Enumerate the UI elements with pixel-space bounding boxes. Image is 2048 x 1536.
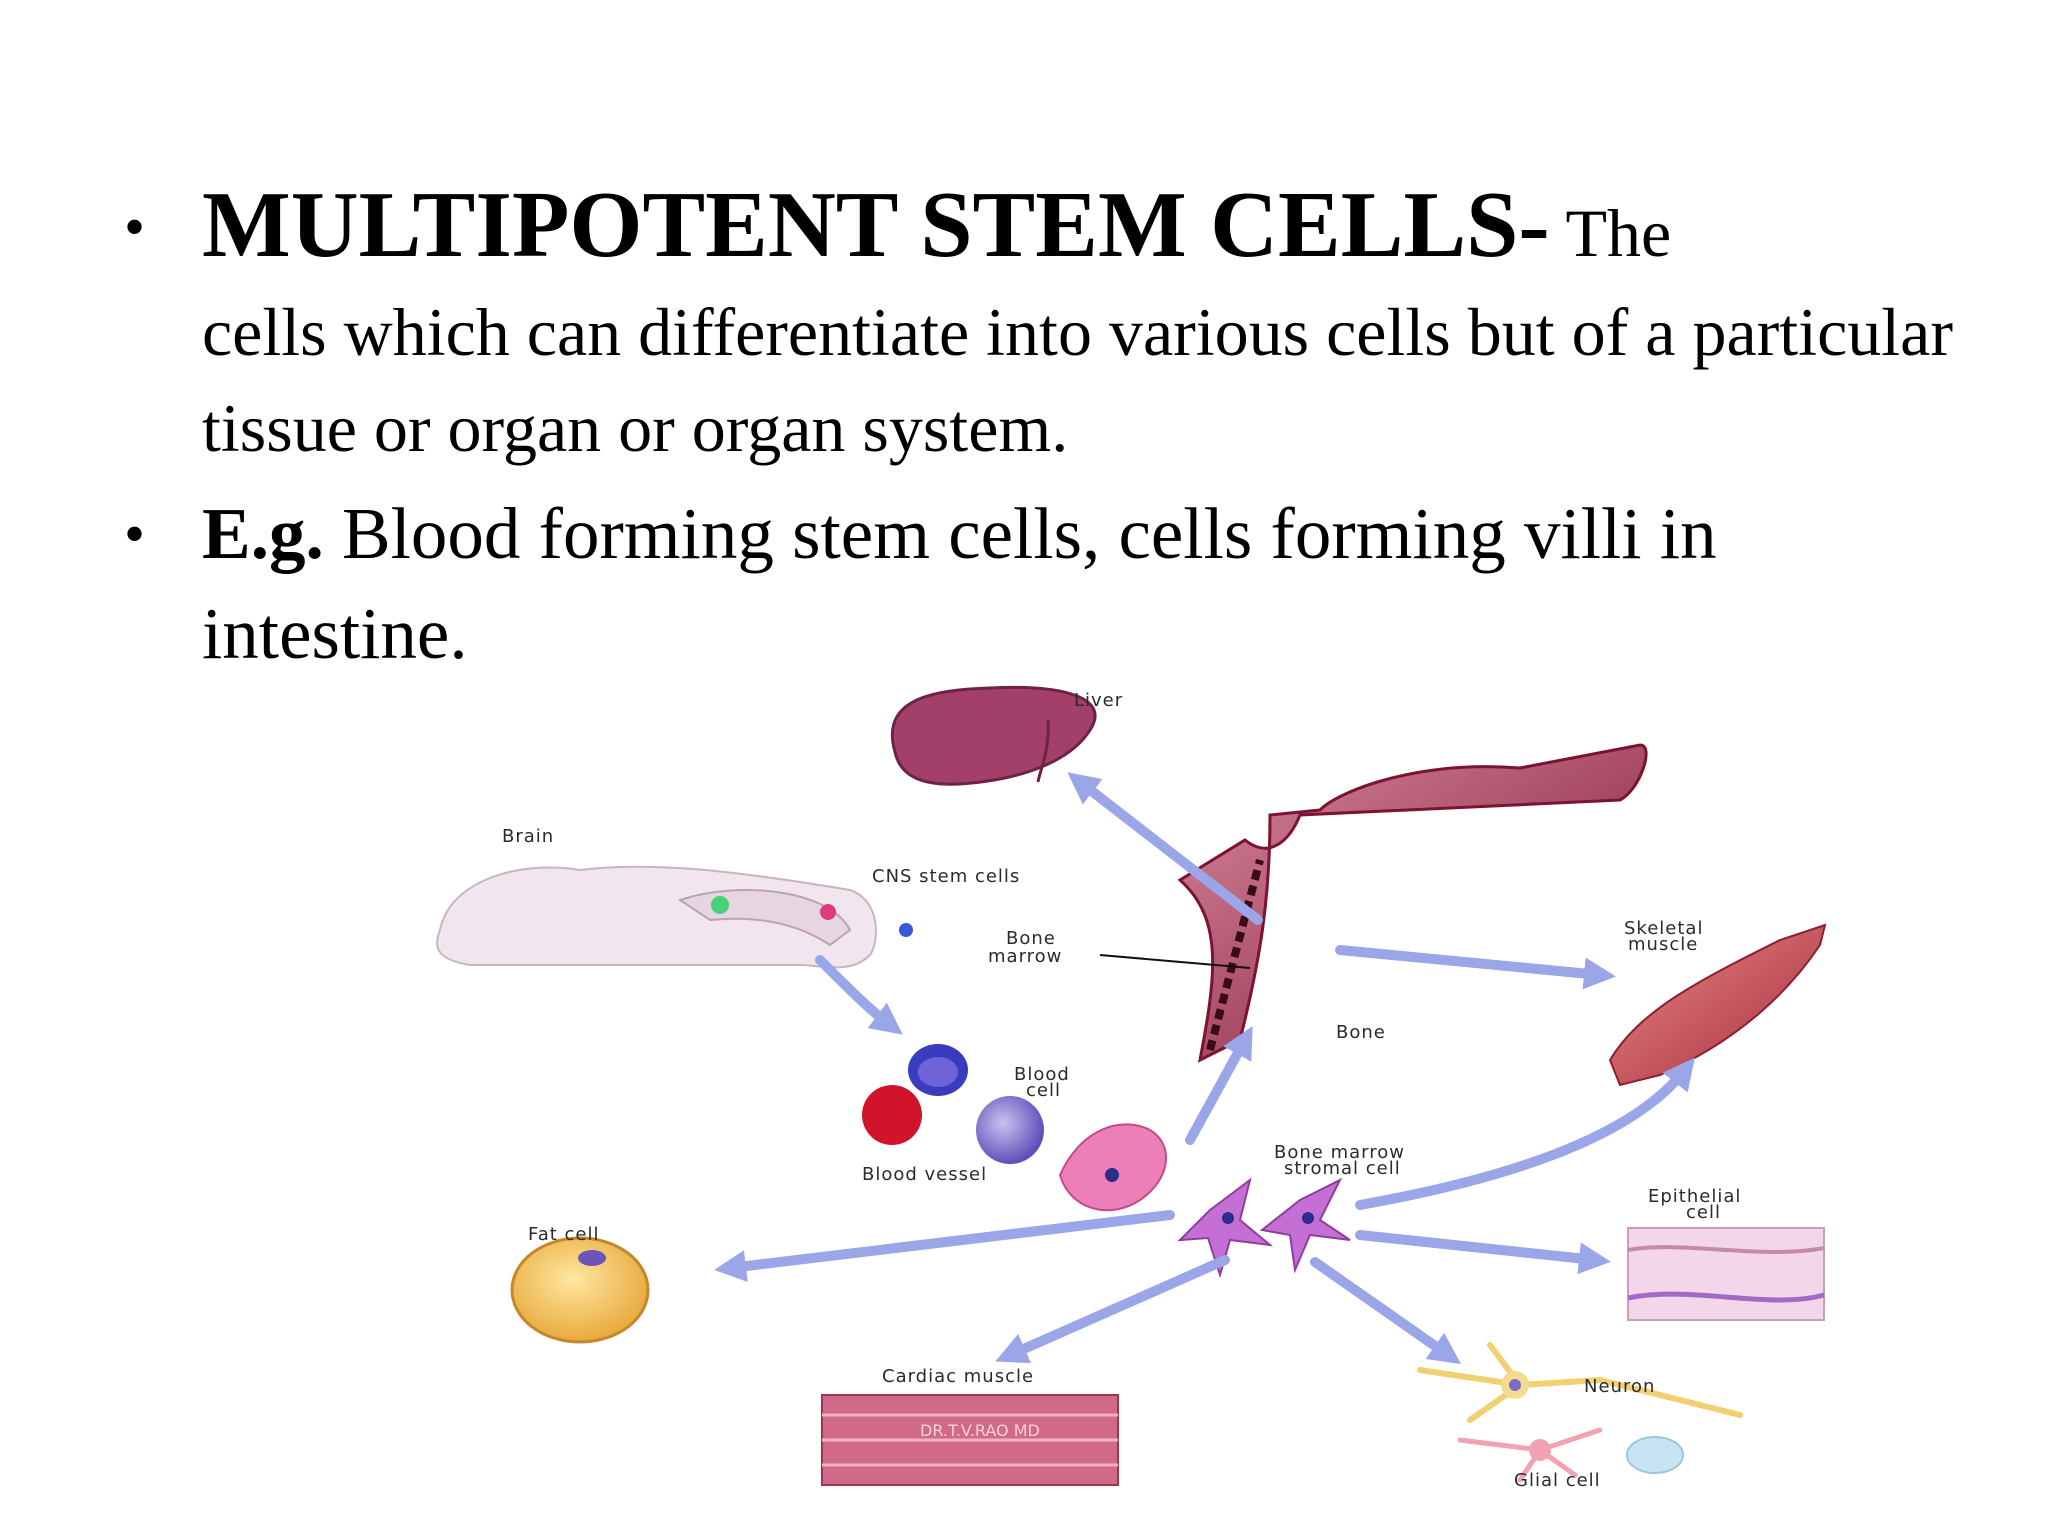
- bullet-example: • E.g. Blood forming stem cells, cells f…: [118, 484, 1998, 684]
- blood-cell-icon: [862, 1044, 1044, 1164]
- label-liver: Liver: [1074, 690, 1123, 711]
- label-blood-vessel: Blood vessel: [862, 1164, 987, 1185]
- label-cardiac-muscle: Cardiac muscle: [882, 1366, 1034, 1387]
- arrows: [714, 772, 1695, 1365]
- epithelial-cell-icon: [1627, 1227, 1825, 1321]
- cardiac-muscle-icon: DR.T.V.RAO MD: [821, 1394, 1119, 1486]
- arrow-to-blood-cell: [815, 955, 903, 1035]
- label-epithelial-1: Epithelial: [1648, 1186, 1741, 1207]
- label-glial-cell: Glial cell: [1514, 1470, 1601, 1491]
- stromal-cell-icon: [1177, 1177, 1351, 1279]
- blood-vessel-icon: [1058, 1123, 1167, 1212]
- label-stromal-2: stromal cell: [1284, 1158, 1401, 1179]
- label-bone-marrow-1: Bone: [1006, 928, 1056, 949]
- arrow-to-skeletal-muscle: [1335, 945, 1616, 990]
- label-neuron: Neuron: [1584, 1376, 1655, 1397]
- arrow-to-bone: [1185, 1025, 1253, 1145]
- bullet-label: E.g.: [202, 493, 324, 574]
- label-bone-marrow-2: marrow: [988, 946, 1062, 967]
- glial-cell-icon: [1457, 1427, 1684, 1483]
- skeletal-muscle-icon: [1608, 923, 1827, 1087]
- liver-icon: [890, 685, 1097, 786]
- neuron-icon: [1417, 1342, 1743, 1423]
- arrow-to-cardiac: [995, 1255, 1230, 1364]
- arrow-to-neuron: [1310, 1257, 1462, 1365]
- arrow-to-fat-cell: [714, 1210, 1175, 1282]
- label-blood-cell-2: cell: [1026, 1080, 1061, 1101]
- bullet-body: cells which can differentiate into vario…: [202, 294, 1953, 466]
- label-bone: Bone: [1336, 1022, 1386, 1043]
- arrow-to-liver: [1067, 772, 1263, 925]
- bullet-lead: The: [1549, 195, 1672, 271]
- label-skeletal-2: muscle: [1628, 934, 1698, 955]
- bullet-dot: •: [124, 194, 146, 260]
- bullet-dot: •: [124, 501, 146, 567]
- arrow-to-epithelial: [1355, 1230, 1611, 1275]
- bullet-heading: MULTIPOTENT STEM CELLS-: [202, 173, 1550, 277]
- fat-cell-icon: [510, 1236, 650, 1344]
- watermark: DR.T.V.RAO MD: [920, 1421, 1040, 1440]
- label-fat-cell: Fat cell: [528, 1224, 599, 1245]
- bone-marrow-pointer: [1099, 954, 1251, 969]
- brain-icon: [436, 865, 913, 969]
- label-stromal-1: Bone marrow: [1274, 1142, 1405, 1163]
- arrow-to-muscle-2: [1355, 1057, 1695, 1210]
- bullet-body: Blood forming stem cells, cells forming …: [202, 493, 1717, 674]
- label-blood-cell-1: Blood: [1014, 1064, 1070, 1085]
- label-cns-stem-cells: CNS stem cells: [872, 866, 1020, 887]
- bullet-list: • MULTIPOTENT STEM CELLS- The cells whic…: [118, 178, 1998, 684]
- label-skeletal-1: Skeletal: [1624, 918, 1703, 939]
- bullet-multipotent: • MULTIPOTENT STEM CELLS- The cells whic…: [118, 178, 1998, 476]
- label-epithelial-2: cell: [1686, 1202, 1721, 1223]
- label-brain: Brain: [502, 826, 554, 847]
- bone-icon: [1177, 743, 1648, 1063]
